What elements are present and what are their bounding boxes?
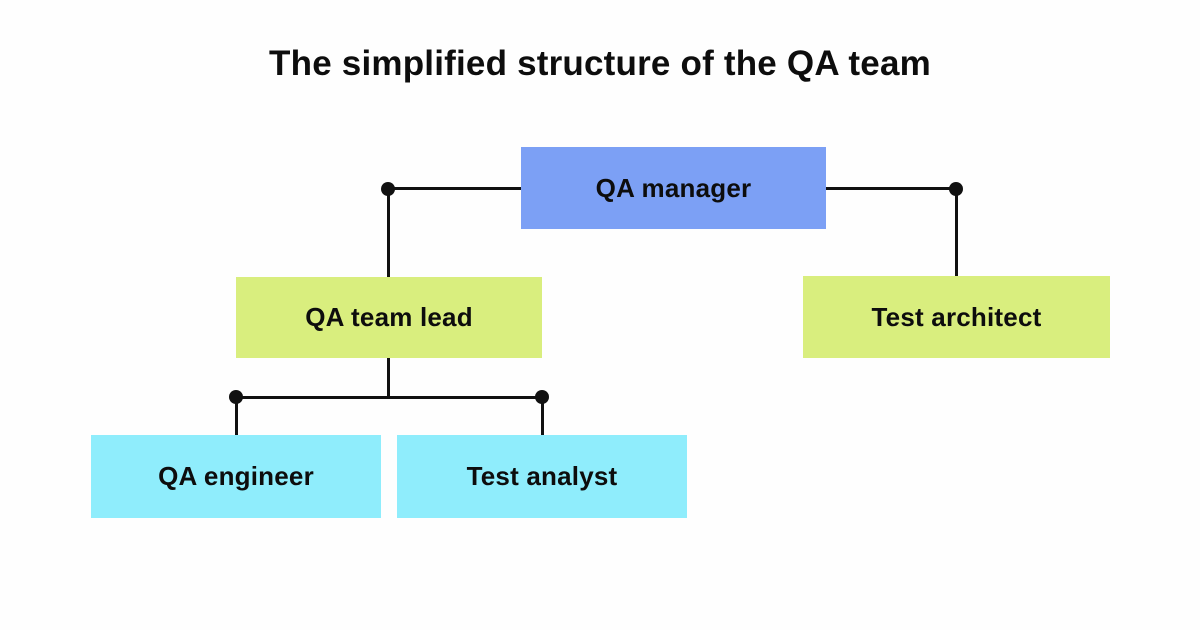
connector-lead-down-vertical [387, 358, 390, 398]
connector-manager-to-lead-vertical [387, 188, 390, 277]
junction-dot-manager-right [949, 182, 963, 196]
node-qa-team-lead: QA team lead [236, 277, 542, 358]
node-qa-manager: QA manager [521, 147, 826, 229]
connector-lead-children-horizontal [236, 396, 542, 399]
junction-dot-analyst [535, 390, 549, 404]
page-title: The simplified structure of the QA team [269, 44, 931, 83]
connector-manager-to-architect-vertical [955, 188, 958, 276]
connector-manager-to-lead-horizontal [388, 187, 521, 190]
junction-dot-engineer [229, 390, 243, 404]
connector-to-engineer-vertical [235, 397, 238, 435]
node-test-architect: Test architect [803, 276, 1110, 358]
node-qa-engineer: QA engineer [91, 435, 381, 518]
node-test-analyst: Test analyst [397, 435, 687, 518]
connector-to-analyst-vertical [541, 397, 544, 435]
connector-manager-to-architect-horizontal [826, 187, 956, 190]
junction-dot-manager-left [381, 182, 395, 196]
